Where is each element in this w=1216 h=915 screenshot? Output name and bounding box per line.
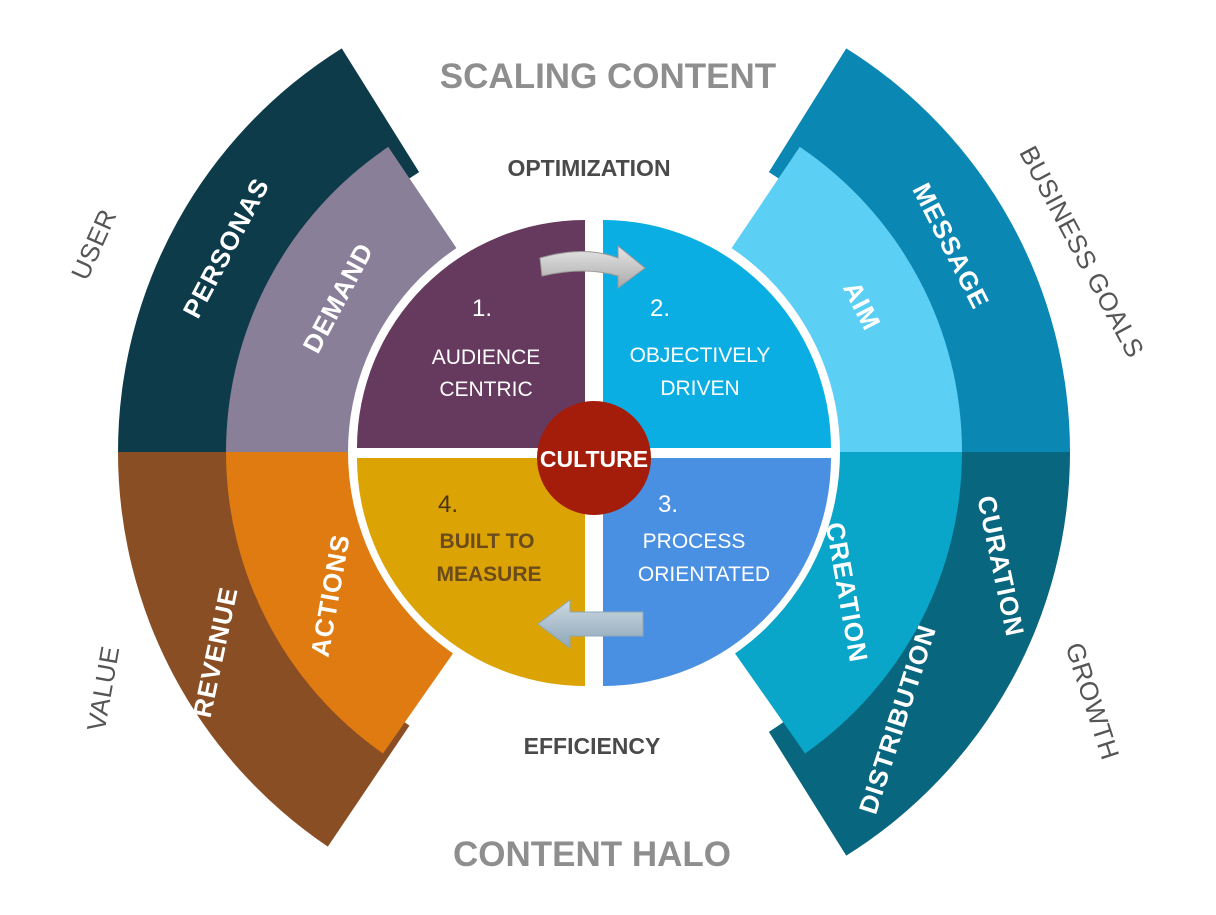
label-optimization: OPTIMIZATION: [507, 155, 670, 181]
quadrant-1-line1: AUDIENCE: [432, 346, 541, 369]
label-efficiency: EFFICIENCY: [524, 733, 661, 759]
title-scaling-content: SCALING CONTENT: [440, 57, 776, 96]
segment-personas: [118, 48, 420, 453]
quadrant-4-line2: MEASURE: [436, 563, 541, 586]
quadrant-4-line1: BUILT TO: [440, 530, 535, 553]
arrow-right-icon: [539, 244, 646, 289]
segment-actions: [226, 452, 459, 754]
quadrant-process-orientated: [603, 458, 831, 686]
title-content-halo: CONTENT HALO: [453, 835, 731, 874]
segment-message: [768, 48, 1070, 453]
quadrant-2-line1: OBJECTIVELY: [630, 344, 771, 367]
segment-revenue: [118, 452, 410, 847]
quadrant-3-line2: ORIENTATED: [638, 563, 770, 586]
culture-core: [537, 401, 651, 515]
quadrant-4-number: 4.: [438, 491, 458, 518]
quadrant-objectively-driven: [603, 220, 831, 448]
segment-demand: [226, 146, 463, 452]
quadrant-2-line2: DRIVEN: [660, 377, 739, 400]
segment-aim: [725, 146, 962, 452]
quadrant-3-line1: PROCESS: [643, 530, 746, 553]
quadrant-audience-centric: [357, 220, 585, 448]
quadrant-1-line2: CENTRIC: [439, 378, 532, 401]
label-value: VALUE: [81, 644, 125, 734]
quadrant-3-number: 3.: [658, 491, 678, 518]
arrow-left-icon: [537, 599, 644, 649]
quadrant-1-number: 1.: [472, 295, 492, 322]
quadrant-2-number: 2.: [650, 295, 670, 322]
segment-creation: [729, 452, 962, 754]
label-growth: GROWTH: [1060, 639, 1126, 764]
quadrant-built-to-measure: [357, 458, 585, 686]
culture-label: CULTURE: [540, 446, 648, 472]
label-user: USER: [65, 204, 123, 284]
segment-curation-distribution: [768, 452, 1070, 856]
